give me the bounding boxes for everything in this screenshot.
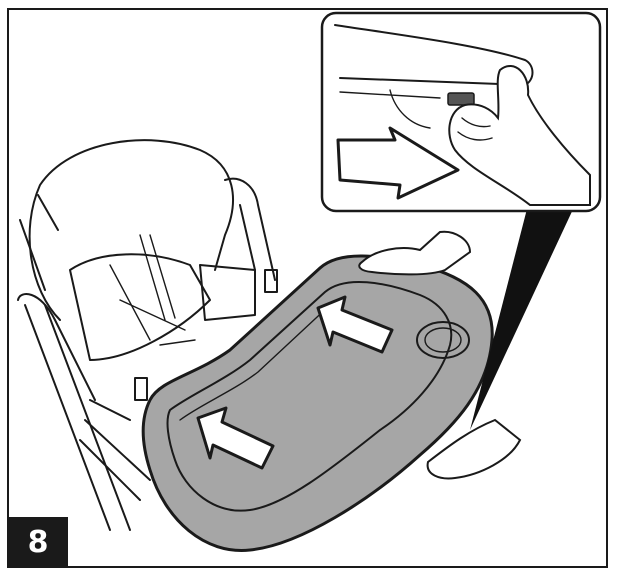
chair-side-panel xyxy=(199,264,256,321)
chair-seat xyxy=(69,253,211,361)
inset-tray-underside xyxy=(339,89,441,129)
tray-cup-holder-inner xyxy=(424,327,462,353)
tray-inner-rim xyxy=(166,281,453,512)
tray xyxy=(141,254,494,552)
arrow-up-left-icon xyxy=(196,406,275,470)
inset-hand xyxy=(448,65,591,206)
hand-top xyxy=(358,230,472,276)
tray-outer xyxy=(141,254,494,552)
tray-connector-right xyxy=(264,269,278,293)
inset-tray-edge xyxy=(334,24,534,86)
chair-armrest-left xyxy=(17,293,96,401)
inset-hand-fingers xyxy=(457,117,493,141)
chair-footrest xyxy=(79,399,151,501)
hands xyxy=(358,230,522,480)
tray-release-button xyxy=(447,92,475,106)
detail-inset xyxy=(320,11,602,213)
chair-leg-left xyxy=(24,304,131,531)
chair-post-right xyxy=(224,177,276,281)
illustration-frame xyxy=(7,8,608,568)
tray-connector-left xyxy=(134,377,148,401)
arrow-right-icon xyxy=(336,126,460,200)
hand-bottom xyxy=(426,418,522,480)
chair-harness xyxy=(109,234,196,346)
chair-leg-left-rear xyxy=(19,194,59,291)
arrow-up-left-icon xyxy=(316,295,394,354)
high-chair xyxy=(17,139,278,531)
step-number-badge: 8 xyxy=(8,517,68,568)
detail-callout-pointer xyxy=(470,205,575,430)
tray-inner-rim-2 xyxy=(179,304,331,421)
tray-cup-holder xyxy=(416,321,470,359)
chair-backrest xyxy=(28,139,234,321)
